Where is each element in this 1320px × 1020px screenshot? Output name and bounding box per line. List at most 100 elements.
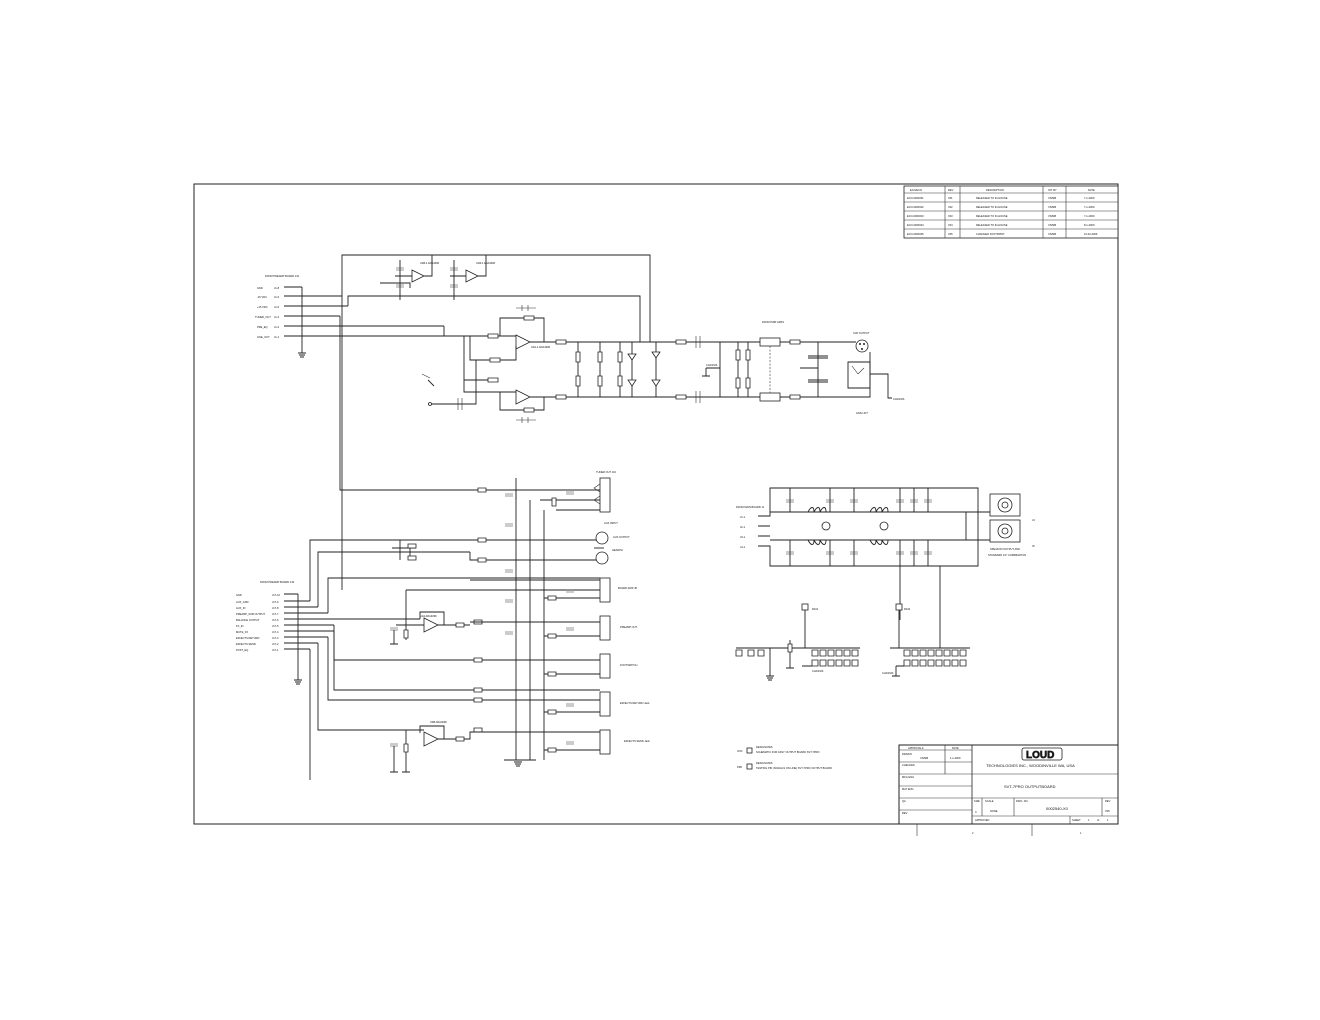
note-line: DESIGNATES (756, 761, 773, 765)
top-pin-name: +15 VDC (257, 305, 268, 309)
top-pin-num: J1-6 (274, 295, 280, 299)
bottom-pin-num: J17-4 (272, 630, 279, 634)
note-line: SCHEMATIC FOR ASSY OUTPUT BOARD SVT-7PRO (756, 750, 820, 754)
chassis-label: CHASSIS (706, 363, 718, 367)
chassis-bottom-label-2: CHASSIS (882, 671, 894, 675)
bottom-pin-num: J17-3 (272, 636, 279, 640)
jack-label: FOOTSWITCH (620, 663, 638, 667)
tb-checked-label: CHECKED (902, 763, 915, 767)
aux-out-label: AUX OUTPUT (613, 535, 630, 539)
rev-cell: X05 (948, 232, 953, 236)
chassis-bottom-label: CHASSIS (812, 669, 824, 673)
bottom-jacks: BOARD AMP J8 PREAMP OUT FOOTSWITCH EFFEC… (405, 577, 651, 755)
speakon-label-2: STANDARD 1/4" COMBINATION (988, 553, 1026, 557)
opamp-label: U2B-1 ADA4096 (420, 261, 440, 265)
tb-dwg-label: DWG. NO. (1016, 799, 1029, 803)
jack-label: EFFECTS RETURN Jack (620, 701, 650, 705)
bottom-pin-name: EFFECTS SEND (236, 642, 256, 646)
rev-cell: 7-1-2009 (1084, 196, 1095, 200)
main-pin: J4-1 (740, 545, 746, 549)
bottom-pin-name: EFFECTS RETURN (236, 636, 259, 640)
bottom-pin-num: J17-6 (272, 618, 279, 622)
rev-cell: VS/MB (1048, 223, 1056, 227)
tp-label: R101 (812, 607, 819, 611)
tb-approvals: APPROVALS (908, 746, 924, 750)
j5-label: J5 (1032, 544, 1035, 548)
opamp-u2b1: U2B-1 ADA4096 (380, 255, 440, 300)
jack-label: BOARD AMP J8 (618, 586, 637, 590)
tb-date-label: DATE (952, 746, 959, 750)
rev-cell: X02 (948, 205, 953, 209)
note-line: TESTING PIN (SIGNALS ON LINE) SVT-7PRO O… (756, 766, 832, 770)
bottom-pin-num: J17-1 (272, 648, 279, 652)
rev-cell: VS/MB (1048, 214, 1056, 218)
note-line: DESIGNATES (756, 745, 773, 749)
bottom-pin-name: MUTE_FX (236, 630, 248, 634)
bottom-pin-num: J17-10 (272, 593, 280, 597)
speaker-output: FROM MAIN BOARD J1 J1-1 J2-1 J3-1 J4-1 S… (736, 487, 1035, 648)
rev-cell: 10-02-2009 (1084, 232, 1098, 236)
rev-cell: VS/MB (1048, 232, 1056, 236)
tb-mat-label: MAT ENG (902, 787, 914, 791)
rev-cell: 7-1-2009 (1084, 214, 1095, 218)
tb-approved: APPROVED (975, 818, 990, 822)
rev-cell: ECO-0000003 (907, 214, 924, 218)
top-pin-num: J1-8 (274, 286, 280, 290)
xlr-label: XLR OUTPUT (853, 331, 870, 335)
aux-jacks: AUX INPUT AUX OUTPUT HEADPH (392, 521, 630, 573)
top-pin-name: -15 VDC (257, 295, 267, 299)
top-pin-name: PRE_EQ (257, 325, 268, 329)
revision-table: ECO/ECN REV DESCRIPTION INT. BY DATE ECO… (903, 185, 1119, 239)
tb-scale-val: NONE (990, 809, 998, 813)
speakon-label: SPEAKON OUTPUT AND (990, 547, 1020, 551)
tb-rev-label-2: REV (1105, 799, 1111, 803)
rev-cell: X01 (948, 196, 953, 200)
top-pin-name: LINE_OUT (257, 335, 270, 339)
rev-cell: RELEASED TO IN-HOUSE (976, 196, 1008, 200)
rev-cell: RELEASED TO IN-HOUSE (976, 205, 1008, 209)
rev-cell: ECO-0000002 (907, 205, 924, 209)
opamp-label: U3A-1 ADA4096 (531, 345, 551, 349)
rev-cell: VS/MB (1048, 205, 1056, 209)
jack-label: PREAMP OUT (620, 625, 638, 629)
top-pin-num: J1-4 (274, 315, 280, 319)
tb-sheet-val: 1 (1088, 818, 1090, 822)
tb-of-label: of (1097, 818, 1099, 822)
rev-header-eco: ECO/ECN (910, 188, 922, 192)
tb-of-val: 1 (1107, 818, 1109, 822)
top-pin-name: GND (257, 286, 263, 290)
rev-cell: 7-1-2009 (1084, 205, 1095, 209)
rev-cell: ECO-0000001 (907, 196, 924, 200)
top-pin-name: TUNER_OUT (255, 315, 271, 319)
headph-label: HEADPH (612, 548, 623, 552)
mute-switch (421, 360, 477, 410)
top-connector: FROM PREAMP BOARD J10 GND -15 VDC +15 VD… (255, 274, 464, 358)
opamp-lower (463, 336, 567, 423)
from-pwr-label: FROM PWR AMP1 (762, 320, 785, 324)
bottom-pin-name: POST_EQ (236, 648, 248, 652)
tb-drawn-date: 1-1-2009 (950, 756, 961, 760)
opamp-label: U2A ADA4096 (420, 614, 437, 618)
opamp-label: U3B ADA4096 (430, 720, 447, 724)
logo-text: LOUD (1026, 750, 1054, 761)
main-pin: J2-1 (740, 525, 746, 529)
notes: OO3 DESIGNATES SCHEMATIC FOR ASSY OUTPUT… (737, 745, 832, 770)
jack-label: EFFECTS SEND Jack (624, 739, 651, 743)
tb-company: TECHNOLOGIES INC., WOODINVILLE WA, USA (986, 763, 1075, 768)
tb-qa-label: QA (902, 799, 906, 803)
rev-header-rev: REV (948, 188, 954, 192)
bottom-pin-num: J17-8 (272, 606, 279, 610)
bottom-pin-name: BALANCE OUTPUT (236, 618, 260, 622)
rev-cell: ECO-0000004 (907, 223, 924, 227)
rev-cell: RELEASED TO IN-HOUSE (976, 214, 1008, 218)
rev-cell: RELEASED TO IN-HOUSE (976, 223, 1008, 227)
tb-title: SVT-7PRO OUTPUTBOARD (1004, 784, 1056, 789)
top-pin-num: J1-5 (274, 305, 280, 309)
title-block: APPROVALS DATE DRAWN VS/MB 1-1-2009 CHEC… (898, 744, 1119, 836)
top-pin-num: J1-1 (274, 335, 280, 339)
rev-cell: CHANGED FOOTPRINT (976, 232, 1005, 236)
aux-in-label: AUX INPUT (604, 521, 618, 525)
top-connector-title: FROM PREAMP BOARD J10 (265, 274, 300, 278)
opamp-u3a1: U3A-1 ADA4096 (443, 305, 567, 363)
